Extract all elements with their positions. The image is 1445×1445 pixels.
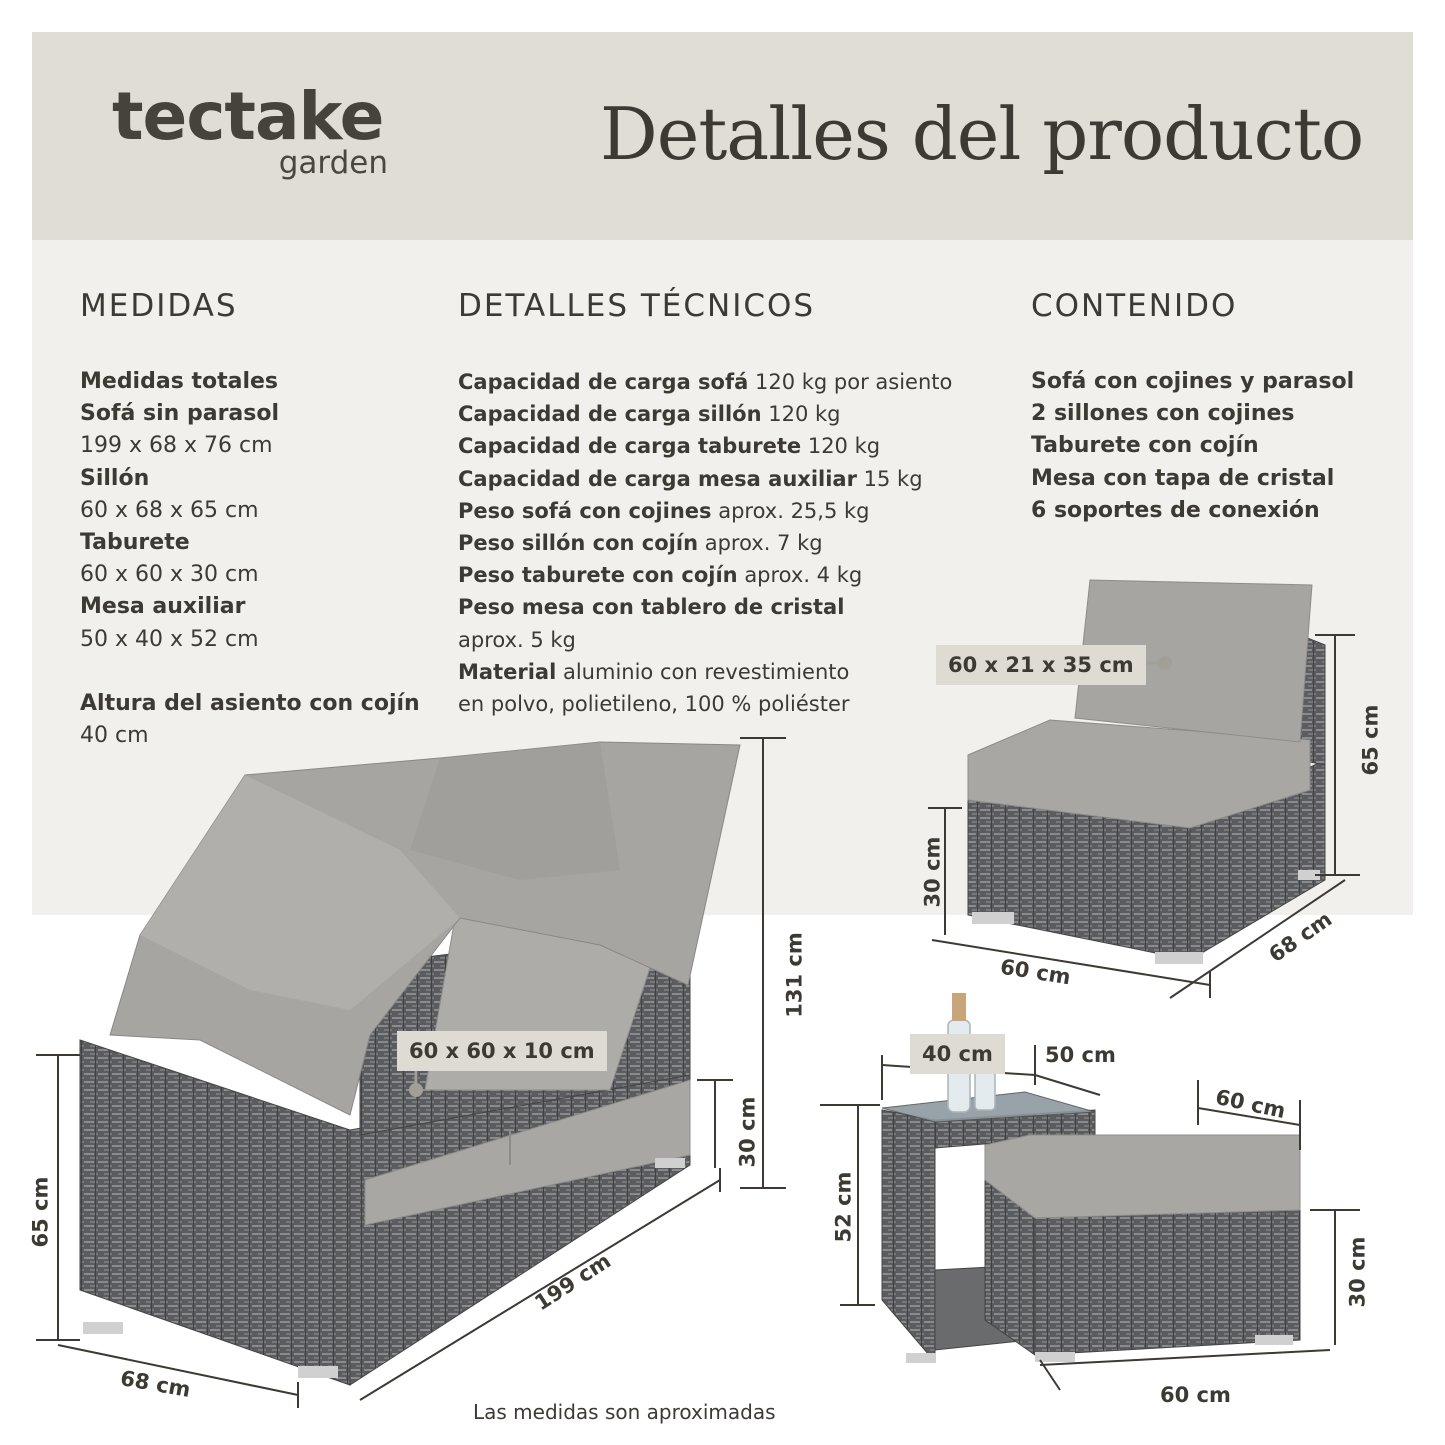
sofa-label: Sofá sin parasol — [80, 401, 280, 427]
sillon-value: 60 x 68 x 65 cm — [80, 497, 259, 523]
sofa-seat-label: 30 cm — [735, 1096, 760, 1168]
mesa-label: Mesa auxiliar — [80, 594, 246, 620]
contenido-heading: CONTENIDO — [1031, 288, 1238, 324]
tech-row-value: 120 kg por asiento — [754, 370, 953, 394]
tech-row: Peso sillón con cojín aprox. 7 kg — [458, 527, 1018, 559]
medidas-total-label: Medidas totales — [80, 369, 278, 394]
tech-row-value: 120 kg — [807, 434, 881, 459]
contenido-item: Taburete con cojín — [1031, 433, 1259, 459]
tech-row-label: Peso mesa con tablero de cristal — [458, 595, 845, 620]
taburete-value: 60 x 60 x 30 cm — [80, 562, 259, 588]
tecnicos-heading: DETALLES TÉCNICOS — [458, 288, 816, 324]
contenido-column: CONTENIDO Sofá con cojines y parasol 2 s… — [1031, 286, 1411, 527]
material-label: Material — [458, 659, 557, 684]
taburete-label: Taburete — [80, 530, 190, 556]
tech-row-label: Peso taburete con cojín — [458, 563, 738, 588]
mesa-width-tag: 40 cm — [910, 1034, 1005, 1074]
tech-row-label: Capacidad de carga taburete — [458, 434, 802, 459]
taburete-illustration — [984, 1134, 1301, 1362]
sillon-height-label: 65 cm — [1358, 704, 1383, 776]
contenido-item: Sofá con cojines y parasol — [1031, 369, 1355, 394]
tech-row: Peso sofá con cojines aprox. 25,5 kg — [458, 495, 1018, 527]
footnote: Las medidas son aproximadas — [473, 1400, 776, 1424]
tech-row: Capacidad de carga taburete 120 kg — [458, 430, 1018, 462]
tech-row-label: Capacidad de carga sillón — [458, 402, 762, 427]
brand-logo: tectake garden — [112, 84, 388, 179]
contenido-item: 6 soportes de conexión — [1031, 497, 1320, 523]
medidas-heading: MEDIDAS — [80, 288, 238, 324]
tech-row-value: aprox. 25,5 kg — [718, 498, 870, 523]
tech-row: Peso taburete con cojín aprox. 4 kg — [458, 559, 1018, 591]
tech-row: Capacidad de carga sofá 120 kg por asien… — [458, 366, 1018, 398]
page-title: Detalles del producto — [600, 92, 1364, 176]
header-band — [32, 32, 1413, 240]
dimension-lines — [36, 634, 1360, 1408]
contenido-item: Mesa con tapa de cristal — [1031, 465, 1335, 491]
medidas-column: MEDIDAS Medidas totales Sofá sin parasol… — [80, 286, 430, 752]
tech-row-value: aprox. 7 kg — [704, 531, 823, 556]
sillon-label: Sillón — [80, 465, 150, 491]
sofa-height-label: 65 cm — [28, 1176, 53, 1248]
altura-label: Altura del asiento con cojín — [80, 690, 420, 716]
tech-row-label: Capacidad de carga sofá — [458, 370, 749, 394]
sillon-seat-label: 30 cm — [920, 836, 945, 908]
altura-value: 40 cm — [80, 723, 149, 749]
material-value-1: aluminio con revestimiento — [562, 659, 850, 684]
tech-row-value: 15 kg — [863, 466, 923, 491]
tech-row: Peso mesa con tablero de cristal — [458, 591, 1018, 623]
material-row: Material aluminio con revestimiento — [458, 656, 1018, 688]
mesa-height-label: 52 cm — [831, 1171, 856, 1243]
mesa-depth-label: 50 cm — [1045, 1043, 1116, 1067]
contenido-item: 2 sillones con cojines — [1031, 401, 1295, 427]
material-value-2: en polvo, polietileno, 100 % poliéster — [458, 692, 850, 717]
tech-row-label: Capacidad de carga mesa auxiliar — [458, 466, 857, 491]
mesa-value: 50 x 40 x 52 cm — [80, 626, 259, 652]
tech-row-label: Peso sofá con cojines — [458, 498, 712, 523]
tech-row-value: 120 kg — [768, 402, 841, 427]
taburete-height-label: 30 cm — [1345, 1236, 1370, 1308]
tech-row-label: Peso sillón con cojín — [458, 531, 699, 556]
sofa-height-total-label: 131 cm — [782, 932, 807, 1018]
taburete-width-label: 60 cm — [1160, 1383, 1231, 1407]
sofa-value: 199 x 68 x 76 cm — [80, 433, 273, 459]
sillon-illustration — [967, 579, 1326, 964]
sofa-cushion-tag: 60 x 60 x 10 cm — [397, 1031, 607, 1071]
brand-name: tectake — [112, 78, 384, 155]
tecnicos-column: DETALLES TÉCNICOS Capacidad de carga sof… — [458, 286, 1018, 720]
sillon-cushion-tag: 60 x 21 x 35 cm — [936, 645, 1146, 685]
mesa-peso-value: aprox. 5 kg — [458, 627, 576, 652]
brand-sub: garden — [278, 145, 388, 181]
tech-row: Capacidad de carga sillón 120 kg — [458, 398, 1018, 430]
tech-row: Capacidad de carga mesa auxiliar 15 kg — [458, 463, 1018, 495]
tech-row-value: aprox. 4 kg — [744, 563, 863, 588]
